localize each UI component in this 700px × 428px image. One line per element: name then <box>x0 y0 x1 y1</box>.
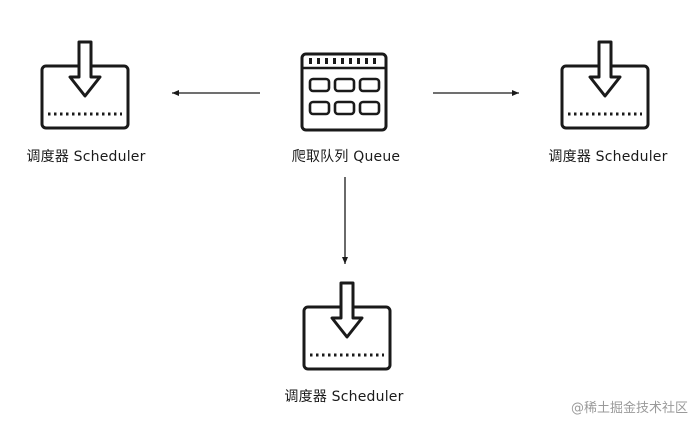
scheduler-bottom-node <box>302 281 392 371</box>
scheduler-right-node <box>560 40 650 130</box>
scheduler-right-label: 调度器 Scheduler <box>548 149 668 165</box>
scheduler-inbox-icon <box>40 40 130 130</box>
queue-node <box>300 52 388 132</box>
scheduler-left-node <box>40 40 130 130</box>
queue-grid-icon <box>300 52 388 132</box>
scheduler-left-label: 调度器 Scheduler <box>26 149 146 165</box>
watermark: @稀土掘金技术社区 <box>570 401 688 416</box>
queue-label: 爬取队列 Queue <box>291 149 401 165</box>
scheduler-bottom-label: 调度器 Scheduler <box>284 389 404 405</box>
scheduler-inbox-icon <box>302 281 392 371</box>
scheduler-inbox-icon <box>560 40 650 130</box>
